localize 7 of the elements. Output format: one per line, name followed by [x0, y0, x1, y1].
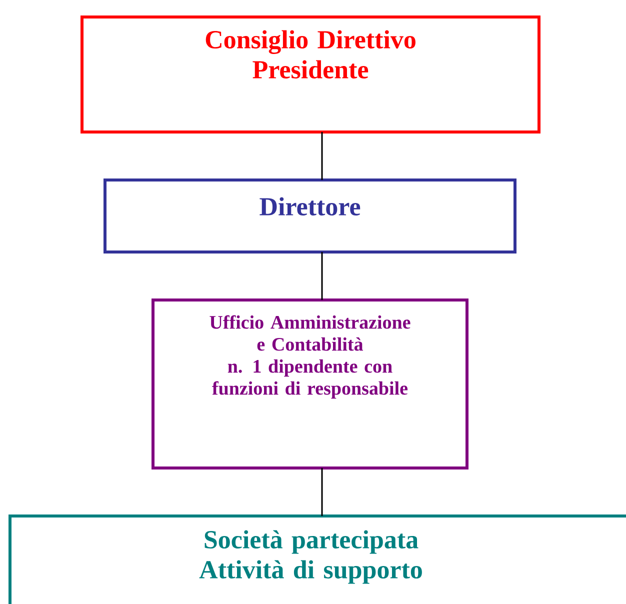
societa-box: Società partecipata Attività di supporto: [8, 514, 626, 604]
consiglio-box: Consiglio Direttivo Presidente: [80, 16, 540, 134]
connector-line: [321, 132, 323, 180]
ufficio-box: Ufficio Amministrazione e Contabilità n. 1 dipendente con funzioni di responsabile: [152, 298, 468, 470]
direttore-box: Direttore: [104, 178, 516, 254]
connector-line: [321, 468, 323, 516]
connector-line: [321, 252, 323, 300]
